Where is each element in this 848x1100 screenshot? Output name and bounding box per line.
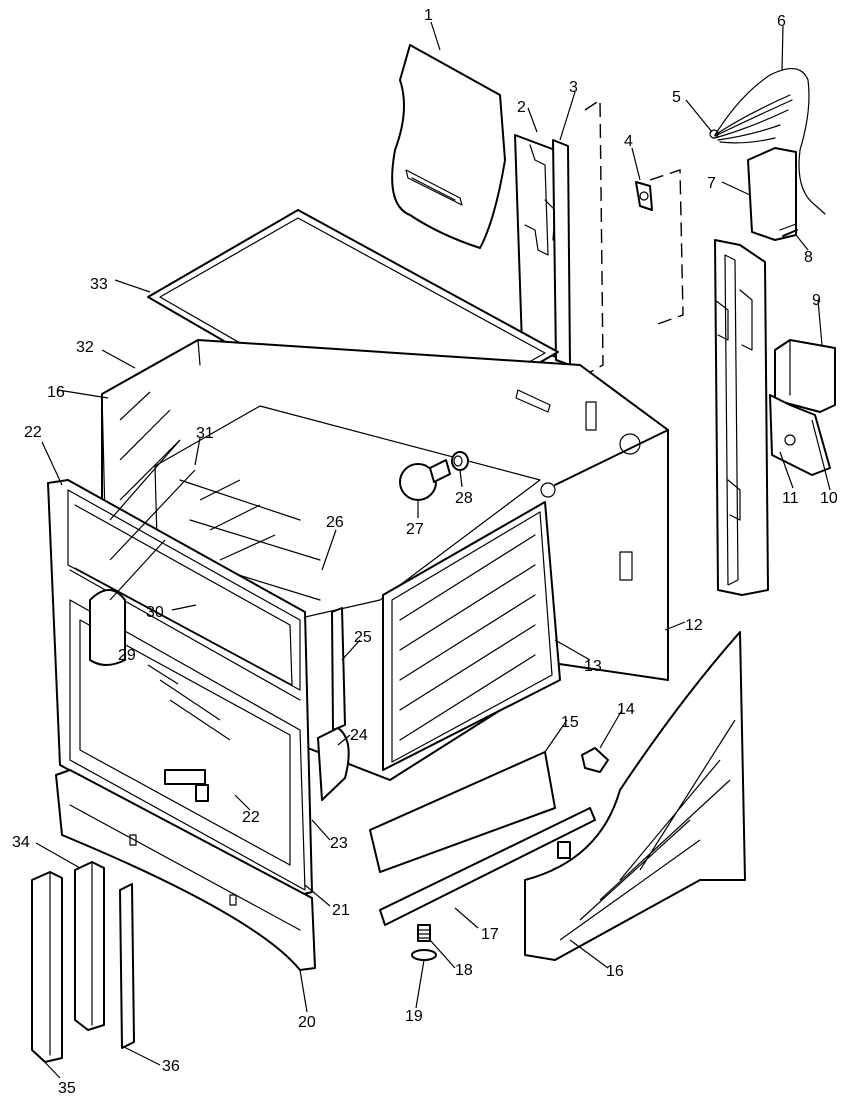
callout-11: 11 xyxy=(782,490,799,507)
part-side-liner xyxy=(382,501,561,771)
callout-13: 13 xyxy=(584,658,602,675)
callout-14: 14 xyxy=(617,701,635,718)
part-corner-trim-b xyxy=(74,861,105,1031)
part-mounting-bracket xyxy=(769,394,831,476)
part-leveling-leg xyxy=(417,924,431,942)
callout-labels: 1 2 3 4 5 6 7 8 9 10 11 12 13 14 15 16 1… xyxy=(12,7,838,1097)
part-side-rail xyxy=(714,239,769,596)
callout-25: 25 xyxy=(354,629,372,646)
part-corner-trim-c xyxy=(119,883,135,1049)
callout-32: 32 xyxy=(76,339,94,356)
part-door-latch xyxy=(581,747,609,773)
leader-lines xyxy=(35,21,831,1079)
callout-36: 36 xyxy=(162,1058,180,1075)
callout-34: 34 xyxy=(12,834,30,851)
part-wire-cover xyxy=(317,727,350,801)
part-bottom-shield xyxy=(369,751,556,873)
callout-19: 19 xyxy=(405,1008,423,1025)
part-wire-harness xyxy=(709,68,826,215)
part-oven-lamp xyxy=(399,459,451,501)
callout-35: 35 xyxy=(58,1080,76,1097)
callout-18: 18 xyxy=(455,962,473,979)
callout-8: 8 xyxy=(804,249,813,266)
callout-16-right: 16 xyxy=(606,963,624,980)
callout-2: 2 xyxy=(517,99,526,116)
part-terminal-block xyxy=(774,339,836,413)
callout-15: 15 xyxy=(561,714,579,731)
callout-27: 27 xyxy=(406,521,424,538)
part-lamp-socket xyxy=(451,451,469,471)
part-side-panel-left-hatch xyxy=(109,439,196,601)
callout-23: 23 xyxy=(330,835,348,852)
callout-22-top: 22 xyxy=(24,424,42,441)
callout-22-bottom: 22 xyxy=(242,809,260,826)
part-wire-shield xyxy=(747,147,797,241)
callout-5: 5 xyxy=(672,89,681,106)
part-clip xyxy=(635,181,653,211)
part-door-frame xyxy=(47,479,313,896)
callout-4: 4 xyxy=(624,133,633,150)
part-side-panel-right xyxy=(524,631,746,961)
callout-26: 26 xyxy=(326,514,344,531)
callout-28: 28 xyxy=(455,490,473,507)
callout-6: 6 xyxy=(777,13,786,30)
part-leg-pad xyxy=(411,949,437,961)
part-corner-trim-a xyxy=(31,871,63,1063)
callout-10: 10 xyxy=(820,490,838,507)
callout-17: 17 xyxy=(481,926,499,943)
dashed-guide-1 xyxy=(584,98,604,376)
part-back-panel xyxy=(554,429,669,681)
callout-3: 3 xyxy=(569,79,578,96)
callout-7: 7 xyxy=(707,175,716,192)
part-screw xyxy=(782,229,798,237)
callout-29: 29 xyxy=(118,647,136,664)
part-bracket-strip xyxy=(331,607,346,731)
part-flue-cover xyxy=(391,44,506,249)
callout-20: 20 xyxy=(298,1014,316,1031)
callout-9: 9 xyxy=(812,292,821,309)
part-leveling-leg-front xyxy=(164,769,209,802)
part-front-rail xyxy=(379,807,596,926)
callout-30: 30 xyxy=(146,604,164,621)
callout-16-left: 16 xyxy=(47,384,65,401)
callout-33: 33 xyxy=(90,276,108,293)
callout-12: 12 xyxy=(685,617,703,634)
part-rear-bracket xyxy=(514,134,571,366)
callout-21: 21 xyxy=(332,902,350,919)
dashed-guide-2 xyxy=(649,169,684,326)
callout-1: 1 xyxy=(424,7,433,24)
callout-31: 31 xyxy=(196,425,214,442)
callout-24: 24 xyxy=(350,727,368,744)
